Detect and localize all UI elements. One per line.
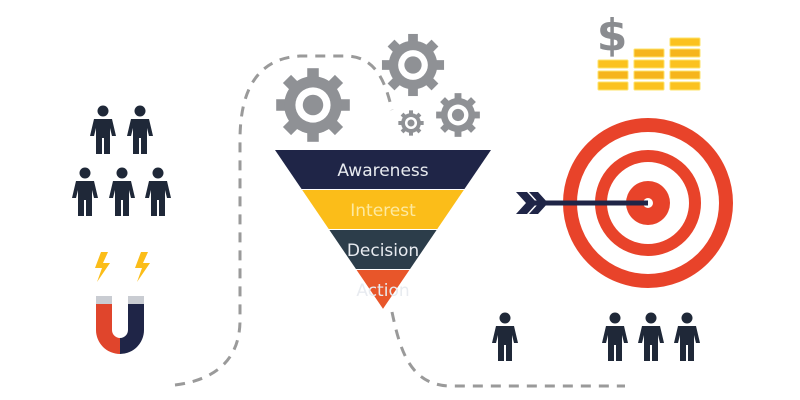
- dashed-path: [174, 54, 625, 388]
- person-icon: [90, 105, 116, 154]
- funnel-stage-label: Action: [356, 281, 409, 301]
- person-icon: [72, 167, 98, 216]
- dollar-sign-icon: $: [597, 10, 628, 61]
- coin: [669, 70, 701, 80]
- coin: [669, 48, 701, 58]
- funnel-stage-label: Interest: [350, 201, 416, 221]
- funnel-stage: [329, 230, 437, 269]
- lightning-bolt-icon: [95, 252, 110, 282]
- person-icon: [127, 105, 153, 154]
- funnel-stage-label: Awareness: [337, 161, 428, 181]
- gears-icon: [276, 33, 480, 142]
- person-icon: [492, 312, 518, 361]
- people-group: [72, 105, 700, 361]
- lightning-bolt-icon: [135, 252, 150, 282]
- coin: [597, 59, 629, 69]
- coin: [633, 70, 665, 80]
- funnel-stage: [356, 270, 410, 309]
- coin: [669, 37, 701, 47]
- magnet-icon: [95, 252, 150, 354]
- gear-icon: [436, 93, 480, 137]
- funnel-stage: [275, 150, 491, 189]
- arrow-icon: [516, 192, 648, 214]
- gear-icon: [276, 68, 350, 142]
- coin: [669, 81, 701, 91]
- person-icon: [602, 312, 628, 361]
- person-icon: [674, 312, 700, 361]
- coin: [597, 70, 629, 80]
- coin-stacks-icon: [597, 37, 701, 91]
- coin: [633, 48, 665, 58]
- coin: [633, 81, 665, 91]
- person-icon: [638, 312, 664, 361]
- person-icon: [109, 167, 135, 216]
- sales-funnel: Awareness Interest Decision Action: [275, 150, 491, 309]
- coin: [669, 59, 701, 69]
- gear-icon: [381, 33, 445, 97]
- gear-icon: [398, 110, 424, 136]
- coin: [597, 81, 629, 91]
- person-icon: [145, 167, 171, 216]
- funnel-stage-label: Decision: [347, 241, 419, 261]
- coin: [633, 59, 665, 69]
- funnel-stage: [302, 190, 464, 229]
